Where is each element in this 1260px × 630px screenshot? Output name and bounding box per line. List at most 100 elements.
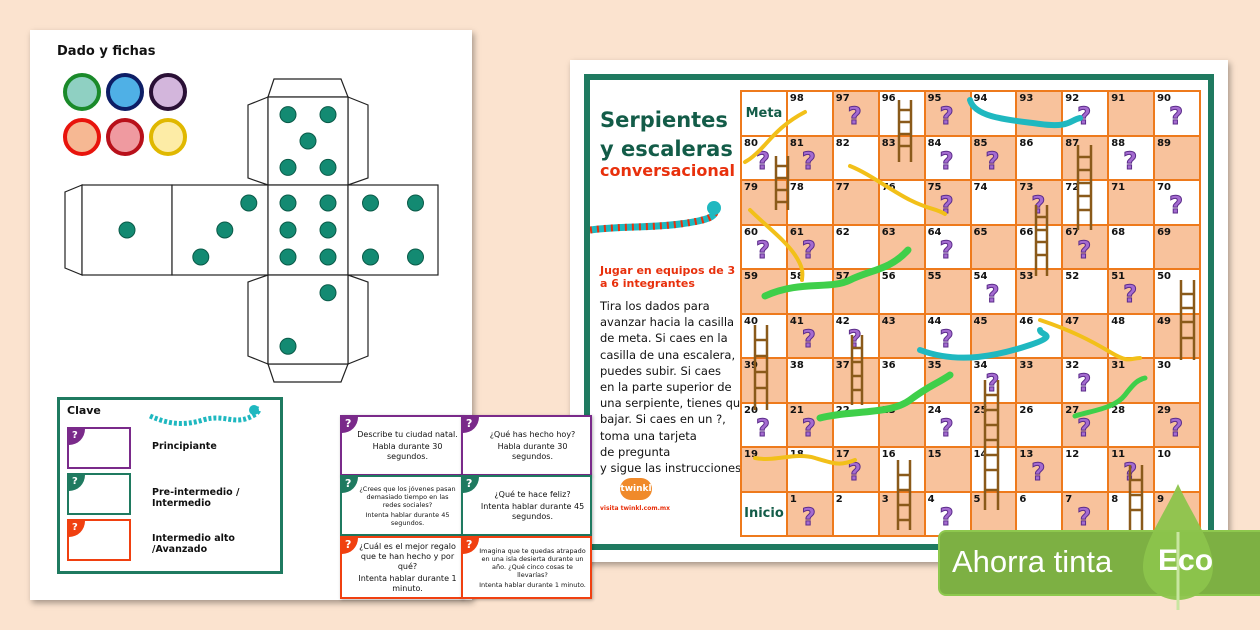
board-subtitle: conversacional: [600, 161, 735, 180]
cell-number: 85: [973, 137, 988, 149]
dice-pip: [407, 194, 424, 212]
cell-number: 37: [835, 360, 850, 371]
cell-number: 66: [1019, 226, 1034, 238]
eco-leaf-label: Eco: [1158, 544, 1214, 577]
question-icon: ?: [69, 429, 85, 445]
question-mark-icon: ?: [985, 280, 1000, 309]
board-title: Serpientes y escaleras: [600, 106, 733, 164]
board-cell: 63: [878, 224, 925, 269]
card-text: ¿Qué te hace feliz?: [494, 490, 571, 499]
leaf-icon: [1143, 484, 1213, 610]
question-mark-icon: ?: [1169, 413, 1184, 442]
instruction-line: toma una tarjeta: [600, 428, 697, 443]
board-cell: 60?: [741, 224, 787, 269]
question-mark-icon: ?: [801, 413, 816, 442]
dice-pip: [240, 194, 258, 212]
cell-number: 21: [789, 404, 804, 416]
card-text: Habla durante 30 segundos.: [497, 442, 568, 461]
cell-number: 9: [1157, 493, 1165, 505]
board-cell: 70?: [1154, 180, 1200, 225]
board-cell: 92?: [1062, 91, 1109, 136]
board-cell: 71: [1108, 180, 1155, 225]
board-cell: 57: [832, 269, 879, 314]
board-cell: 25: [970, 402, 1017, 447]
board-cell: 89: [1154, 135, 1200, 180]
cell-number: 76: [881, 182, 896, 193]
game-token: [106, 73, 144, 111]
cell-number: 39: [744, 360, 758, 371]
eco-badge-label: Ahorra tinta: [952, 544, 1113, 579]
board-cell: 94: [970, 91, 1017, 136]
cell-number: 84: [927, 137, 942, 149]
title-line-2: y escaleras: [600, 137, 733, 161]
cell-number: 47: [1065, 315, 1080, 327]
cell-number: 98: [789, 93, 804, 104]
cell-number: 2: [835, 493, 843, 505]
board-cell: 72: [1062, 180, 1109, 225]
key-card-sample: ?: [67, 473, 131, 515]
cell-number: 12: [1065, 449, 1080, 460]
board-cell: 73?: [1016, 180, 1063, 225]
cell-number: 11: [1111, 449, 1126, 460]
cell-number: 31: [1111, 360, 1126, 371]
cell-number: 33: [1019, 360, 1034, 371]
key-level-label: Principiante: [152, 441, 217, 452]
cell-number: 79: [744, 182, 758, 193]
board-cell: 22: [832, 402, 879, 447]
board-cell: 7?: [1062, 491, 1109, 536]
cell-number: 29: [1157, 404, 1172, 416]
dice-tab: [347, 96, 369, 186]
cell-number: 6: [1019, 493, 1027, 505]
cell-number: 78: [789, 182, 804, 193]
question-mark-icon: ?: [1031, 458, 1046, 487]
board-cell: 59: [741, 269, 787, 314]
cell-number: 77: [835, 182, 850, 193]
cell-number: 68: [1111, 226, 1126, 238]
game-token: [149, 73, 187, 111]
board-cell: 15: [924, 447, 971, 492]
board-cell: 23: [878, 402, 925, 447]
board-cell: 32?: [1062, 358, 1109, 403]
cell-number: Inicio: [744, 506, 784, 522]
instruction-line: Tira los dados para: [600, 299, 710, 313]
sheet-title: Dado y fichas: [57, 44, 156, 59]
key-level-label: Intermedio alto /Avanzado: [152, 533, 235, 555]
board-cell: 10: [1154, 447, 1200, 492]
cell-number: 57: [835, 271, 850, 282]
question-mark-icon: ?: [939, 413, 954, 442]
question-card: ?¿Cuál es el mejor regalo que te han hec…: [340, 536, 463, 599]
instruction-line: avanzar hacia la casilla: [600, 315, 735, 330]
cell-number: 13: [1019, 449, 1034, 460]
question-mark-icon: ?: [801, 146, 816, 175]
cell-number: 46: [1019, 315, 1034, 327]
dice-pip: [319, 221, 337, 239]
board-cell: 1?: [786, 491, 833, 536]
dice-net-and-tokens: [63, 73, 439, 383]
title-line-1: Serpientes: [600, 108, 728, 132]
board-cell: 78: [786, 180, 833, 225]
question-mark-icon: ?: [847, 324, 862, 353]
card-text: ¿Crees que los jóvenes pasan demasiado t…: [359, 485, 456, 509]
question-mark-icon: ?: [939, 191, 954, 220]
question-icon: ?: [342, 477, 358, 493]
card-text: Intenta hablar durante 45 segundos.: [365, 511, 450, 527]
board-cell: 74: [970, 180, 1017, 225]
question-mark-icon: ?: [847, 102, 862, 131]
cell-number: 86: [1019, 137, 1034, 149]
question-mark-icon: ?: [939, 502, 954, 531]
board-cell: Meta: [741, 91, 787, 136]
instructions: Tira los dados para avanzar hacia la casi…: [600, 298, 750, 476]
cell-number: 19: [744, 449, 758, 460]
instruction-line: y sigue las instrucciones.: [600, 461, 745, 476]
question-mark-icon: ?: [1123, 458, 1138, 487]
cell-number: 52: [1065, 271, 1080, 282]
card-text: Intenta hablar durante 45 segundos.: [480, 502, 585, 521]
key-panel: Clave ?Principiante?Pre-intermedio / Int…: [57, 397, 283, 574]
cell-number: 88: [1111, 137, 1126, 149]
board-cell: 82: [832, 135, 879, 180]
cell-number: 49: [1157, 315, 1172, 327]
board-cell: 24?: [924, 402, 971, 447]
board-cell: 75?: [924, 180, 971, 225]
dice-pip: [319, 248, 337, 266]
twinkl-logo: twinkl: [620, 478, 652, 500]
